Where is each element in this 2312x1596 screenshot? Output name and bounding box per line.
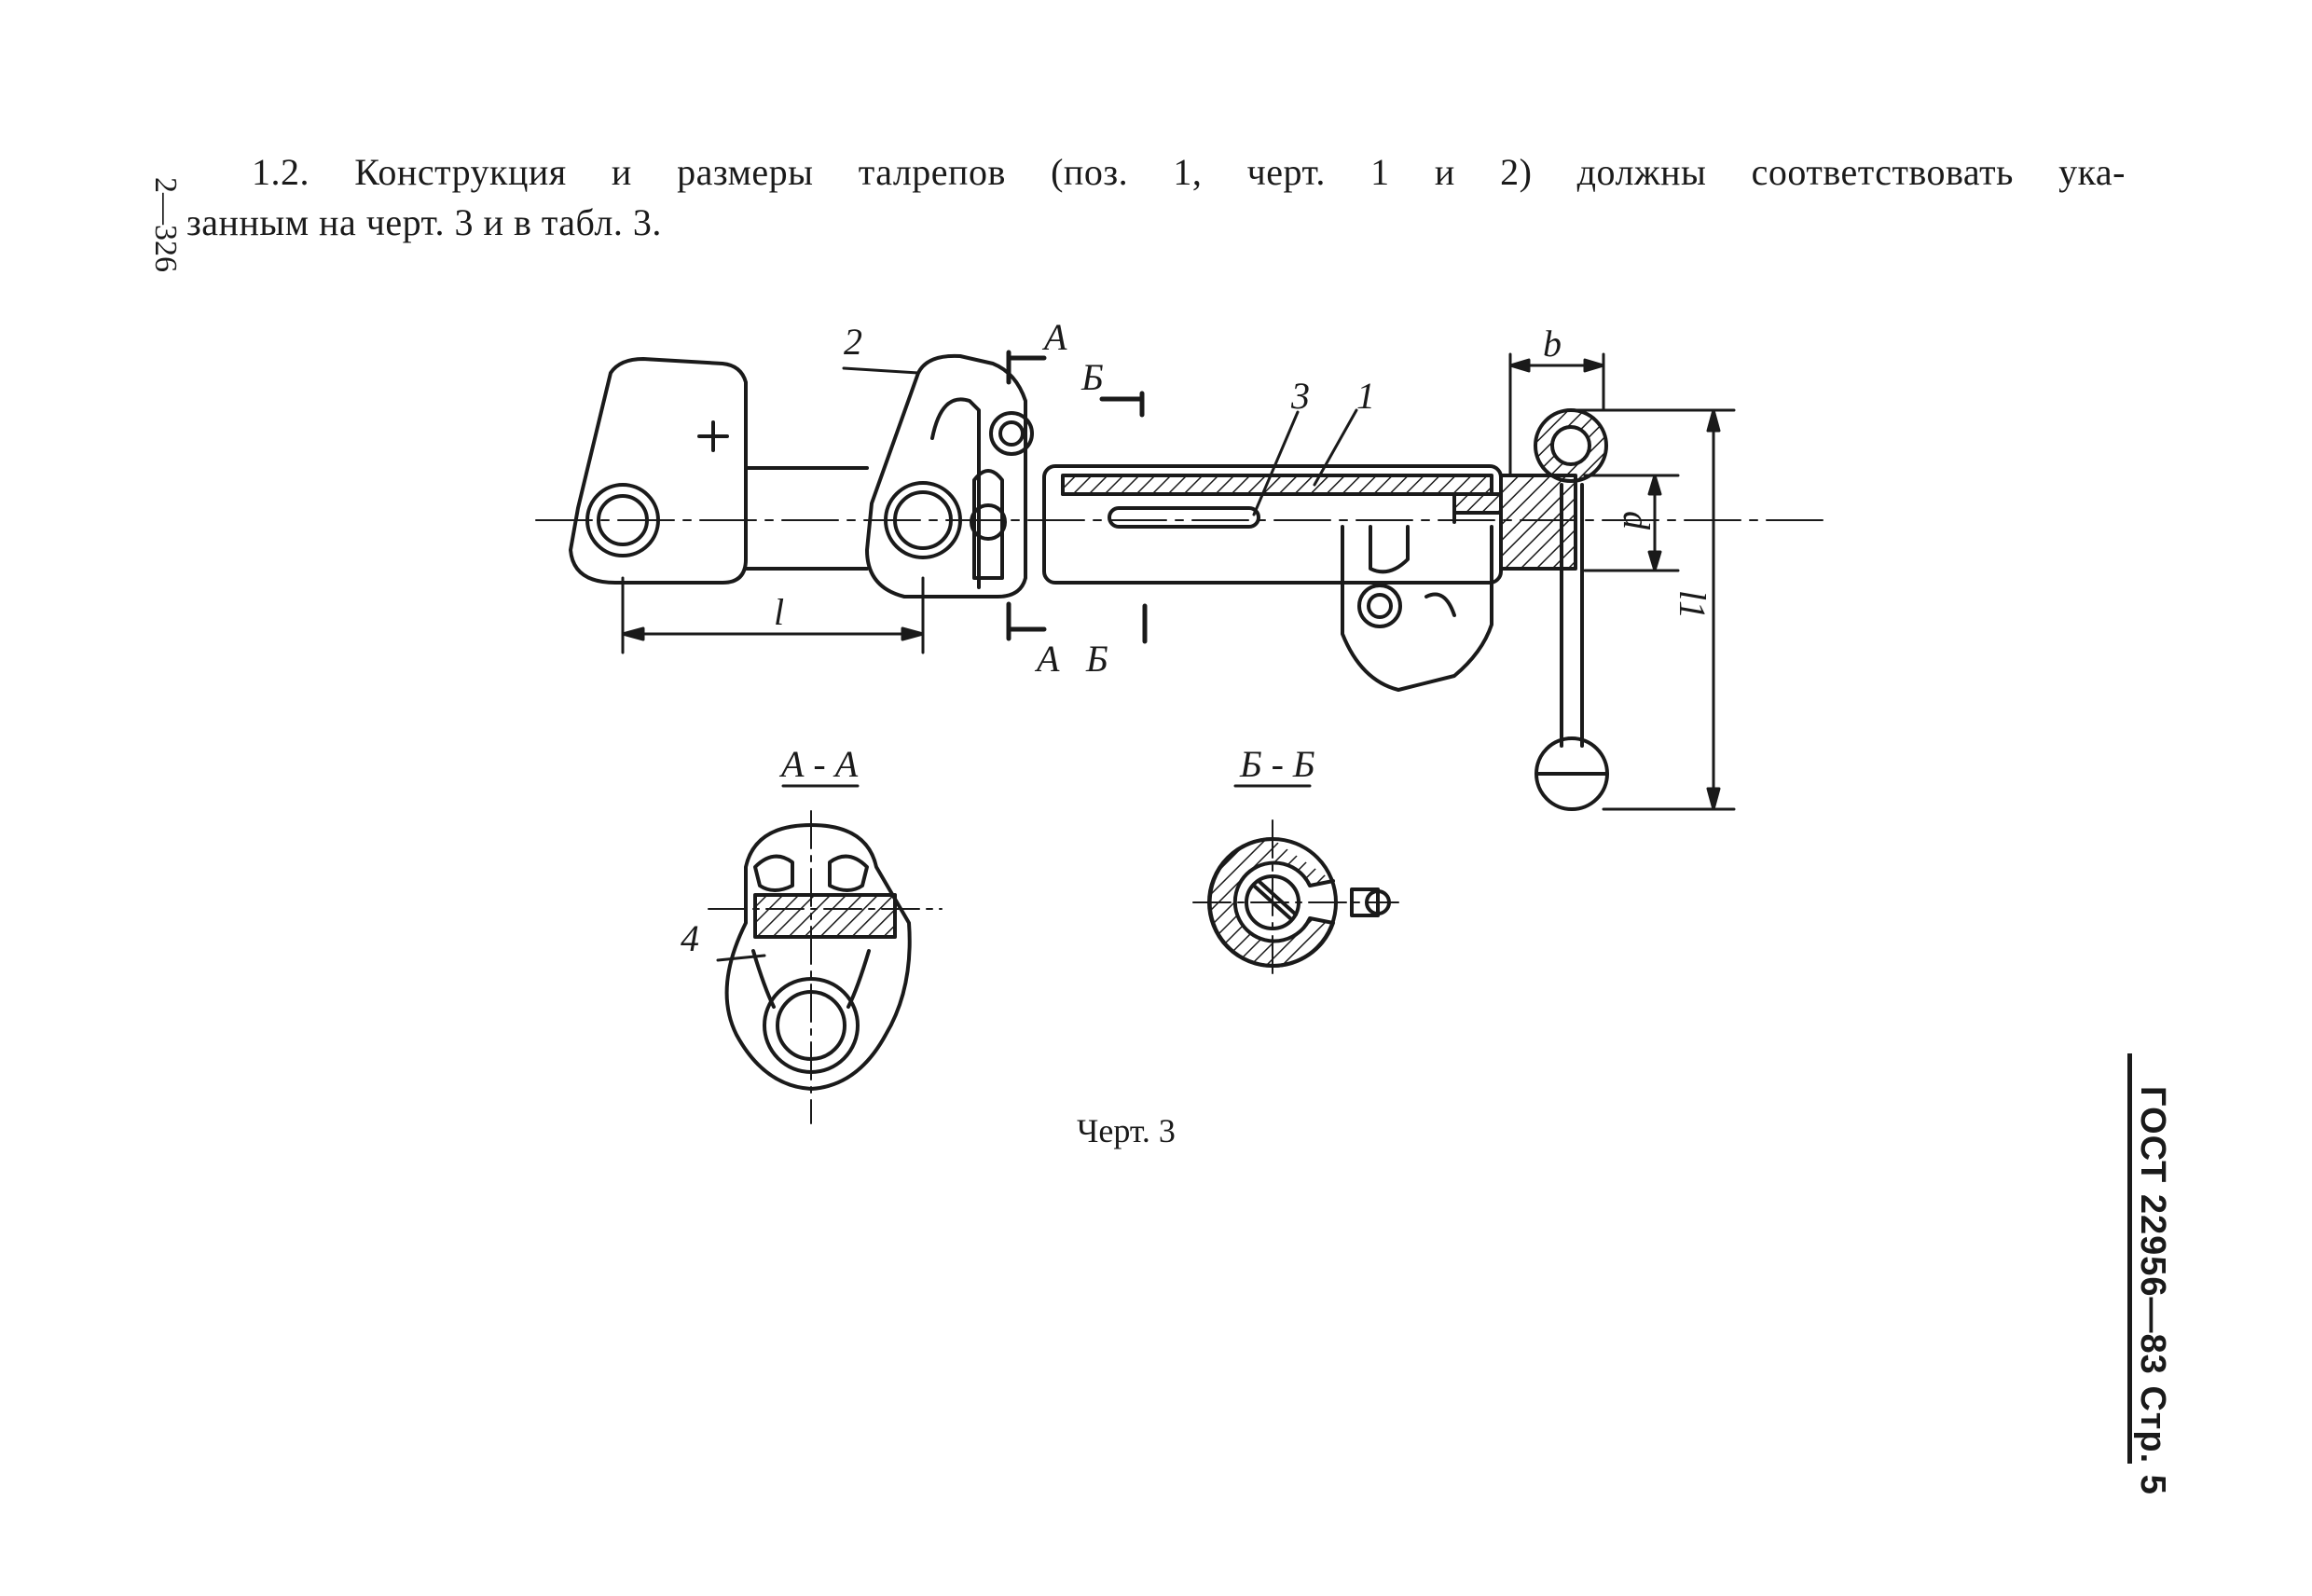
label-view-aa: А - А bbox=[778, 743, 859, 785]
dimension-l1 bbox=[1574, 408, 1736, 811]
gost-rule-line bbox=[2127, 1053, 2132, 1464]
label-section-b-top: Б bbox=[1080, 356, 1104, 398]
label-dimension-l: l bbox=[774, 591, 784, 633]
paragraph-line-1: 1.2. Конструкция и размеры талрепов (поз… bbox=[252, 151, 2126, 193]
label-pos-3: 3 bbox=[1290, 375, 1310, 417]
section-bb-view bbox=[1192, 784, 1399, 980]
body-tube-part-1 bbox=[1042, 464, 1503, 585]
end-nut-and-handle bbox=[1499, 408, 1609, 811]
label-section-b-bottom: Б bbox=[1085, 638, 1108, 680]
body-paragraph: 1.2. Конструкция и размеры талрепов (поз… bbox=[186, 147, 2126, 248]
label-pos-4: 4 bbox=[681, 917, 699, 959]
paragraph-line-2: занным на черт. 3 и в табл. 3. bbox=[186, 201, 662, 243]
label-view-bb: Б - Б bbox=[1239, 743, 1315, 785]
left-shackle-plate bbox=[569, 357, 748, 585]
dimension-b bbox=[1508, 352, 1605, 477]
section-markers bbox=[1006, 350, 1148, 644]
hook-block bbox=[1341, 525, 1493, 692]
label-section-a-bottom: А bbox=[1034, 638, 1060, 680]
section-aa-view bbox=[708, 784, 943, 1124]
label-section-a-top: А bbox=[1041, 316, 1067, 358]
label-pos-2: 2 bbox=[844, 321, 862, 363]
lever-part-2 bbox=[865, 353, 1034, 598]
figure-caption: Черт. 3 bbox=[1077, 1112, 1176, 1149]
label-dimension-b: b bbox=[1543, 323, 1562, 365]
label-dimension-d: d bbox=[1616, 511, 1658, 530]
label-pos-1: 1 bbox=[1356, 375, 1375, 417]
dimension-d bbox=[1583, 474, 1680, 572]
label-dimension-l1: l1 bbox=[1672, 590, 1713, 619]
dimension-l bbox=[621, 576, 925, 654]
rod-link bbox=[744, 466, 869, 571]
